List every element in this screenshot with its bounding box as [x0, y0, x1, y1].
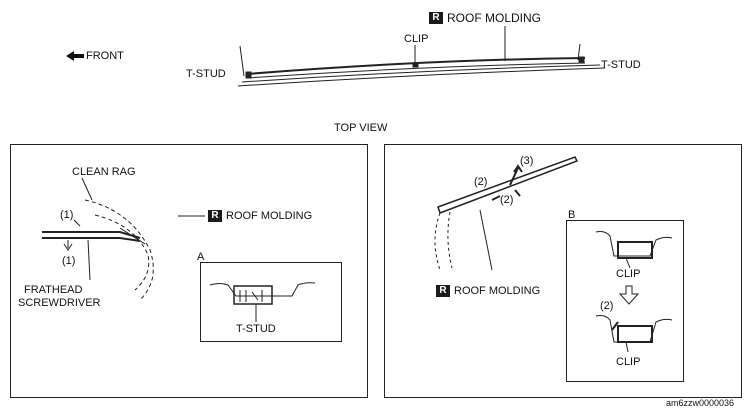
left-roof-molding-text: ROOF MOLDING: [226, 210, 313, 222]
left-detail-panel: [10, 144, 368, 398]
figure-code: am6zzw0000036: [666, 398, 735, 408]
step-2b-label: (2): [500, 194, 514, 206]
inset-a: [200, 262, 342, 342]
step-3-label: (3): [520, 155, 534, 167]
right-panel-artwork: [434, 156, 579, 271]
t-stud-detail-artwork: [209, 282, 316, 322]
inset-b-clip-top-label: CLIP: [616, 268, 641, 280]
t-stud-label-left: T-STUD: [186, 68, 226, 80]
inset-b: [566, 220, 684, 382]
step-1b-label: (1): [62, 255, 76, 267]
top-view-label: TOP VIEW: [334, 122, 388, 134]
left-roof-molding-label: R ROOF MOLDING: [208, 210, 312, 222]
clip-detail-artwork: [595, 231, 673, 353]
inset-a-t-stud-label: T-STUD: [236, 323, 276, 335]
r-badge: R: [208, 210, 222, 222]
roof-molding-title-text: ROOF MOLDING: [447, 11, 542, 25]
screwdriver-label-line2: SCREWDRIVER: [18, 297, 101, 309]
left-panel-artwork: [42, 177, 205, 301]
down-arrow-icon: [618, 285, 640, 305]
step-2c-label: (2): [600, 300, 614, 312]
clean-rag-label: CLEAN RAG: [72, 166, 136, 178]
inset-b-letter: B: [568, 209, 576, 221]
r-badge: R: [436, 285, 450, 297]
r-badge: R: [429, 12, 443, 24]
right-detail-panel: [384, 144, 742, 398]
screwdriver-label-line1: FRATHEAD: [24, 284, 83, 296]
clip-label-top: CLIP: [404, 33, 429, 45]
roof-molding-side-view: [237, 26, 606, 87]
roof-molding-title: R ROOF MOLDING: [429, 12, 541, 24]
front-label: FRONT: [86, 50, 124, 62]
step-2a-label: (2): [474, 176, 488, 188]
inset-a-letter: A: [197, 251, 205, 263]
front-arrow-icon: [66, 51, 84, 61]
inset-b-clip-bottom-label: CLIP: [616, 356, 641, 368]
t-stud-label-right: T-STUD: [601, 59, 641, 71]
right-roof-molding-label: R ROOF MOLDING: [436, 285, 540, 297]
right-roof-molding-text: ROOF MOLDING: [454, 285, 541, 297]
step-1a-label: (1): [60, 209, 74, 221]
